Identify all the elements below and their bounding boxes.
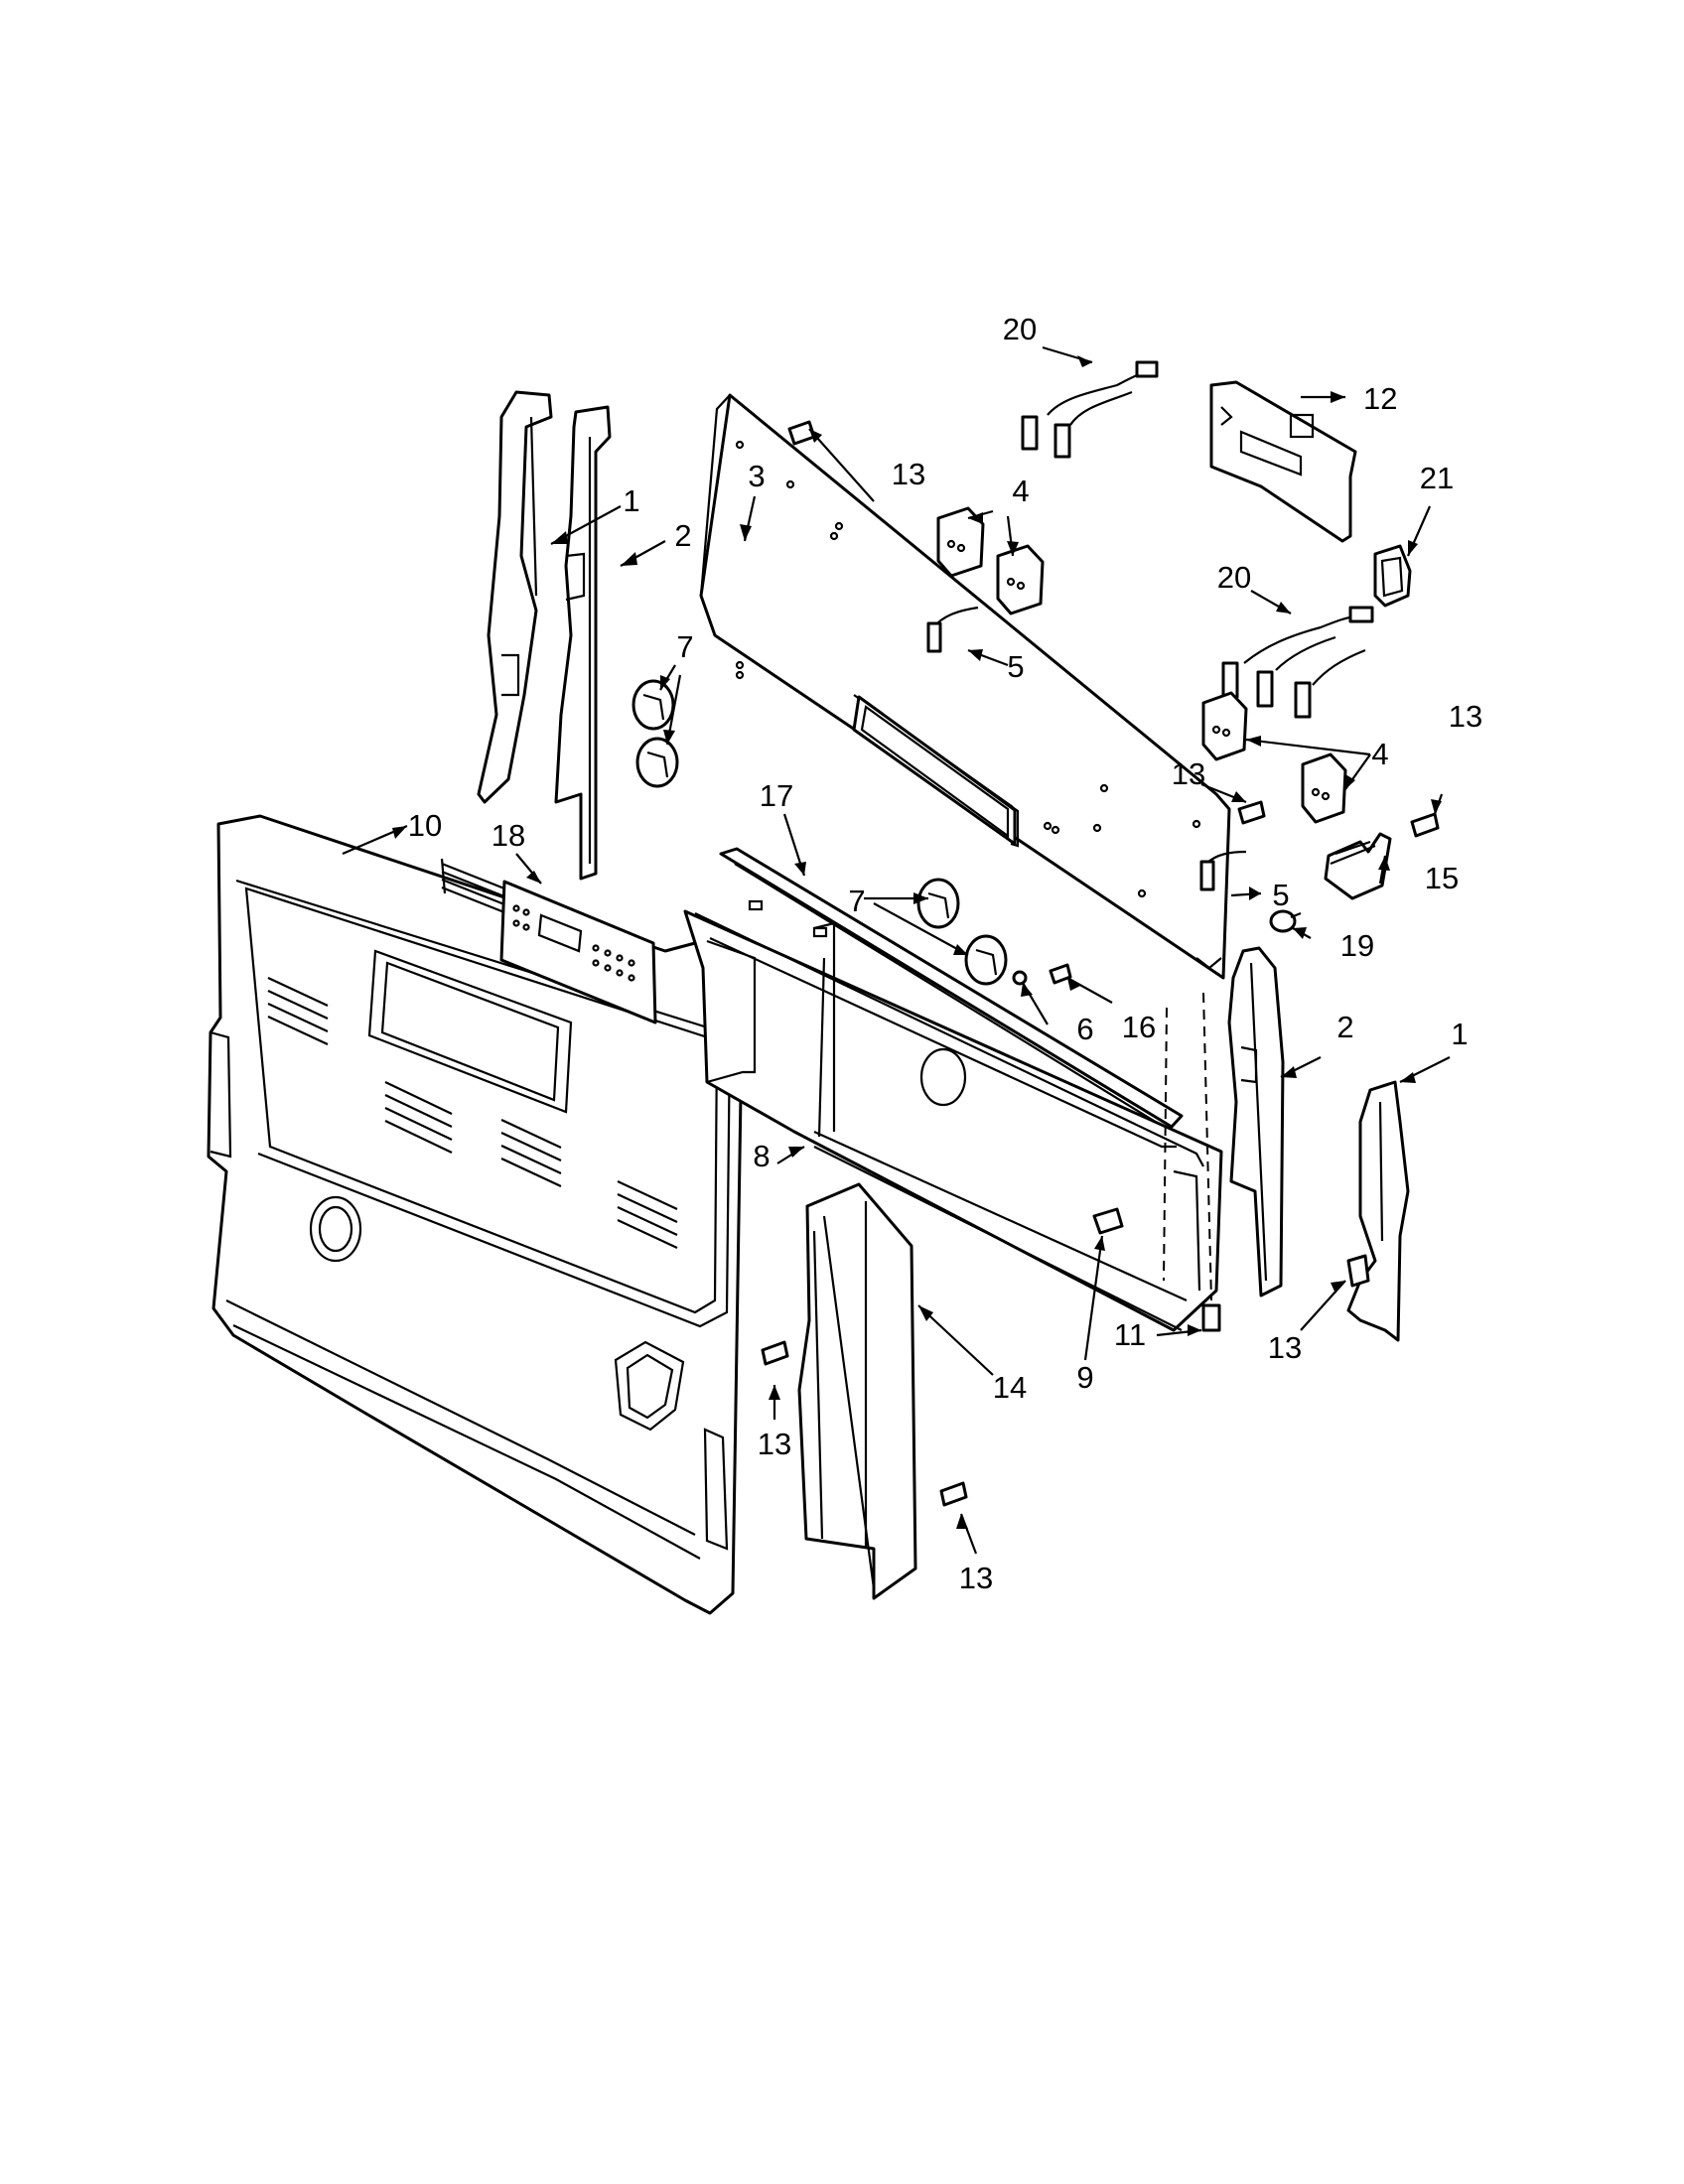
screw-9 — [1092, 1207, 1124, 1235]
part-1-end-cap-right — [1346, 1080, 1410, 1342]
part-12-control-board — [1209, 380, 1357, 543]
callout-4-lower: 4 — [1371, 737, 1388, 771]
callout-13-top: 13 — [892, 457, 925, 491]
callout-10: 10 — [408, 808, 442, 843]
callout-9: 9 — [1076, 1360, 1093, 1395]
part-4-switch-b — [996, 544, 1045, 615]
callout-7-upper: 7 — [676, 629, 693, 664]
screw-11 — [1201, 1303, 1221, 1332]
callout-13-lower-right: 13 — [1268, 1330, 1302, 1365]
callout-3: 3 — [748, 459, 765, 493]
part-3-control-panel — [699, 393, 1231, 980]
part-14-side-trim — [797, 1182, 917, 1600]
part-10-rear-panel — [207, 814, 744, 1615]
callout-2-left: 2 — [674, 518, 691, 553]
vent-slots-center — [500, 1119, 562, 1187]
arrowheads — [392, 355, 1442, 1529]
screw-13-mid — [1237, 800, 1266, 825]
part-7-knob-d — [964, 934, 1008, 986]
callout-4-upper: 4 — [1012, 474, 1029, 508]
callout-1-right: 1 — [1451, 1017, 1468, 1051]
callout-21: 21 — [1420, 461, 1454, 495]
vent-slots-right — [617, 1180, 678, 1249]
screw-13-lower-left — [761, 1340, 789, 1366]
part-17-support-channel — [719, 847, 1184, 1133]
callout-14: 14 — [993, 1370, 1027, 1405]
part-2-bracket-left — [554, 405, 612, 881]
part-4-switch-c — [1201, 691, 1248, 761]
part-20-harness-upper — [1021, 360, 1159, 459]
screw-13-lower-mid — [939, 1481, 968, 1507]
callout-6: 6 — [1076, 1012, 1093, 1046]
callout-12: 12 — [1363, 381, 1397, 416]
part-7-knob-a — [632, 679, 675, 731]
screw-13-top — [787, 420, 816, 446]
callout-8: 8 — [753, 1139, 770, 1173]
callout-1-left: 1 — [623, 483, 639, 518]
callout-20-lower: 20 — [1217, 560, 1251, 595]
part-20-harness-lower — [1221, 606, 1374, 719]
part-18-overlay — [440, 858, 657, 1024]
callout-16: 16 — [1122, 1010, 1156, 1044]
part-7-knob-b — [635, 737, 679, 788]
part-5-connector-lower — [1199, 850, 1247, 891]
screw-13-lower-right — [1346, 1254, 1370, 1288]
callout-2-right: 2 — [1336, 1010, 1353, 1044]
screw-6 — [1012, 970, 1028, 986]
part-1-end-cap-left — [477, 390, 553, 804]
callout-11: 11 — [1114, 1317, 1146, 1352]
part-4-switch-d — [1301, 752, 1347, 824]
screw-16 — [1049, 963, 1072, 985]
callout-20-upper: 20 — [1003, 312, 1037, 346]
part-4-switch-a — [936, 506, 985, 578]
callout-5-lower: 5 — [1272, 878, 1289, 912]
part-19-button — [1269, 909, 1302, 933]
callout-15: 15 — [1425, 861, 1459, 895]
part-2-bracket-right — [1227, 946, 1285, 1297]
callout-18: 18 — [491, 818, 525, 853]
part-21-cover — [1373, 544, 1412, 608]
vent-slots-mid — [384, 1081, 453, 1154]
callout-13-lower-left: 13 — [758, 1427, 791, 1461]
vent-slots-left — [267, 977, 329, 1045]
callout-13-lower-mid: 13 — [959, 1561, 993, 1595]
callout-19: 19 — [1340, 928, 1374, 963]
callout-7-lower: 7 — [848, 884, 865, 918]
part-7-knob-c — [916, 878, 960, 929]
screw-13-right — [1410, 812, 1440, 838]
part-8-front-panel — [683, 899, 1223, 1332]
assembly-dashed-lines — [1163, 992, 1212, 1301]
callout-5-upper: 5 — [1007, 649, 1024, 684]
callout-13-right: 13 — [1449, 699, 1482, 734]
callout-labels: 1 2 3 13 20 4 12 21 5 7 20 13 4 13 15 10… — [408, 312, 1482, 1595]
part-5-connector-upper — [926, 606, 979, 653]
callout-13-mid: 13 — [1172, 756, 1205, 791]
callout-17: 17 — [760, 778, 793, 813]
